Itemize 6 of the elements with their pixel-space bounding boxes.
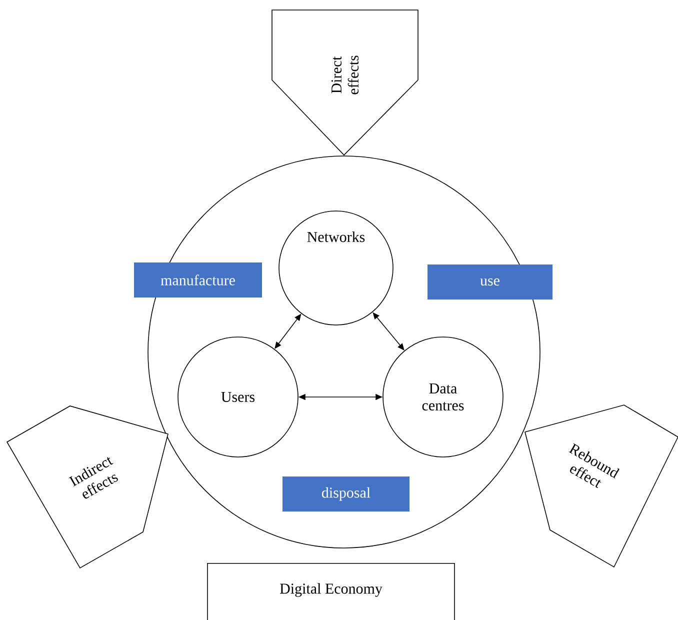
stage-label: manufacture bbox=[134, 262, 262, 298]
stage-label: disposal bbox=[282, 476, 410, 512]
outer-circle bbox=[148, 156, 540, 548]
direct-effects-pentagon: Direct effects bbox=[272, 10, 418, 156]
digital-economy-box: Digital Economy bbox=[207, 563, 455, 620]
stage-label: use bbox=[428, 264, 552, 300]
